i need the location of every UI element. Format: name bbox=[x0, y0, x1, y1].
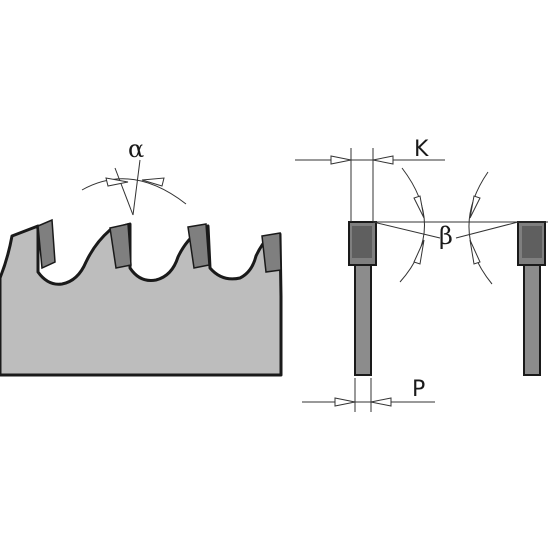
beta-angle-marker: β bbox=[372, 167, 548, 285]
k-dimension: K bbox=[295, 137, 445, 222]
beta-label: β bbox=[439, 222, 453, 250]
tooth-tip-4 bbox=[261, 232, 282, 273]
blade-body bbox=[0, 222, 283, 377]
p-dimension: P bbox=[302, 377, 435, 412]
tooth-tip-1 bbox=[37, 218, 56, 270]
tooth-tip-3 bbox=[187, 223, 210, 269]
k-label: K bbox=[414, 137, 429, 162]
alpha-angle-marker: α bbox=[81, 135, 187, 216]
blade-cross-section bbox=[348, 221, 546, 376]
plate-left bbox=[354, 264, 372, 376]
plate-right bbox=[523, 264, 541, 376]
blade-side-view bbox=[0, 218, 283, 377]
p-label: P bbox=[412, 377, 425, 402]
alpha-label: α bbox=[128, 135, 144, 163]
tooth-tip-2 bbox=[109, 223, 132, 269]
